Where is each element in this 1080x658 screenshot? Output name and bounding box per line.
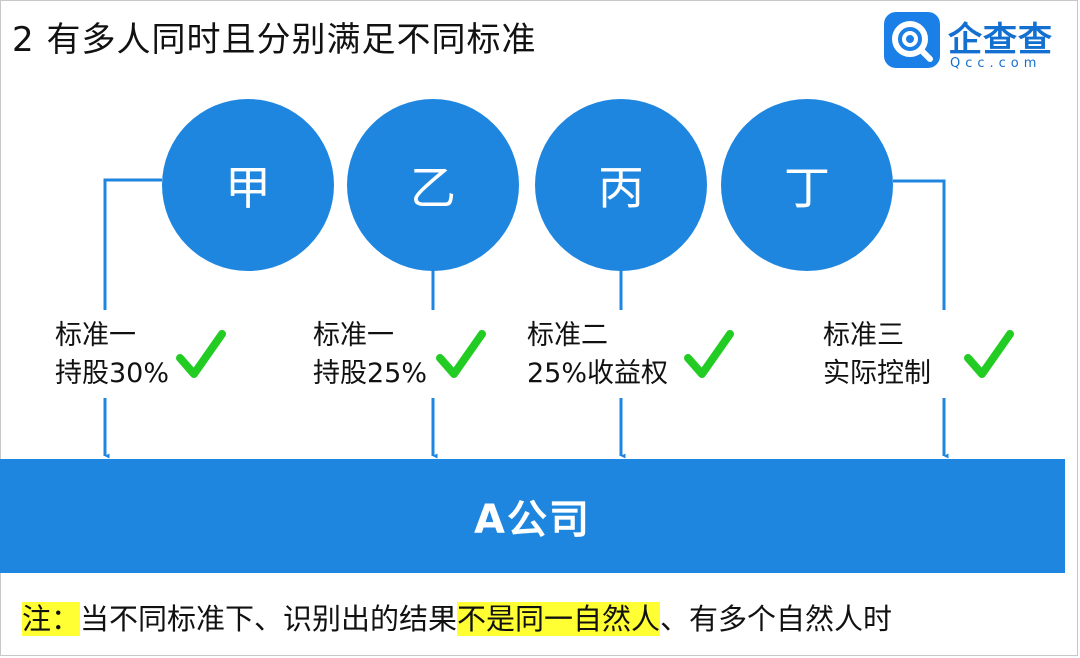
logo-name: 企查查 [948,20,1053,60]
criteria-title: 标准二 [527,320,608,351]
criteria-title: 标准一 [55,320,136,351]
criteria-desc: 持股25% [313,358,428,389]
person-circle-bing: 丙 [535,99,707,271]
connector-jia [103,178,162,310]
checkmark-icon [684,330,734,378]
criteria-title: 标准三 [823,320,904,351]
criteria-bing: 标准二 25%收益权 [527,317,668,393]
qcc-logo-icon [884,12,940,68]
person-circle-jia: 甲 [162,99,334,271]
criteria-desc: 实际控制 [823,358,931,389]
note: 注：当不同标准下、识别出的结果不是同一自然人、有多个自然人时 [22,596,892,638]
criteria-jia: 标准一 持股30% [55,317,169,393]
person-circle-yi: 乙 [347,99,519,271]
checkmark-icon [436,330,486,378]
criteria-desc: 25%收益权 [527,358,669,389]
qcc-logo: 企查查 Qcc.com [884,12,1074,71]
note-text-2: 、有多个自然人时 [660,602,893,636]
criteria-yi: 标准一 持股25% [313,317,427,393]
criteria-title: 标准一 [313,320,394,351]
diagram-title: 2 有多人同时且分别满足不同标准 [12,20,537,60]
logo-domain: Qcc.com [950,56,1042,71]
note-text-1: 当不同标准下、识别出的结果 [80,602,458,636]
connector-ding [893,179,946,310]
note-highlight: 不是同一自然人 [457,602,661,636]
criteria-ding: 标准三 实际控制 [823,317,931,393]
person-circle-ding: 丁 [721,99,893,271]
criteria-desc: 持股30% [55,358,170,389]
checkmark-icon [176,330,226,378]
company-label: A公司 [474,497,591,543]
checkmark-icon [964,330,1014,378]
company-bar: A公司 [0,459,1065,573]
note-label: 注： [22,602,81,636]
